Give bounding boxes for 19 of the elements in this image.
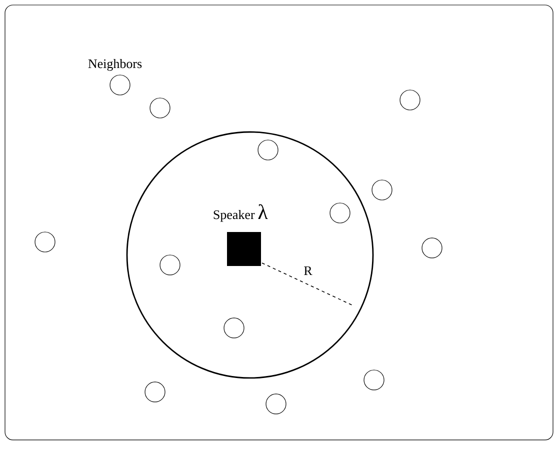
label-text: Neighbors (88, 58, 142, 71)
range-circle (126, 131, 374, 379)
neighbor-circle (266, 394, 286, 414)
neighbor-circle (34, 232, 56, 252)
neighbor-circle (422, 238, 442, 258)
neighbor-circle (224, 318, 244, 338)
neighbor-circle (400, 90, 420, 110)
neighbor-circle (258, 140, 278, 160)
neighbor-circle (364, 370, 384, 390)
neighbor-circle (160, 254, 180, 276)
speaker-square (227, 232, 261, 266)
neighbor-circle (144, 382, 166, 402)
node-label: Speaker (214, 210, 255, 222)
radius-label: R (304, 266, 312, 275)
neighbor-circle (110, 74, 130, 96)
lambda-symbol: λ (258, 204, 268, 219)
neighbor-circle (330, 202, 350, 224)
neighbor-circle (372, 180, 392, 200)
neighbor-circle (150, 98, 170, 118)
